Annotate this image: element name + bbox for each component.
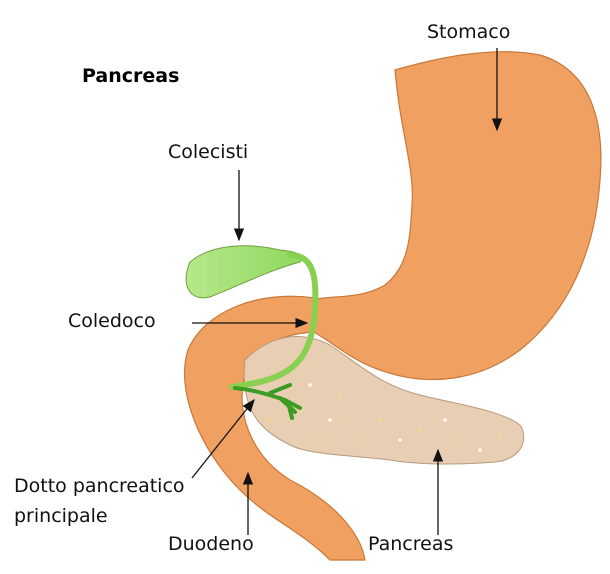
bile-duct xyxy=(229,252,319,390)
label-bile-duct: Coledoco xyxy=(68,310,156,332)
label-stomach: Stomaco xyxy=(427,21,510,43)
gallbladder-shape xyxy=(185,245,303,299)
pancreas-texture xyxy=(268,393,502,442)
pancreas-shape xyxy=(243,336,525,465)
label-pancreatic-duct-line2: principale xyxy=(14,505,108,527)
stomach-shape xyxy=(309,51,602,381)
diagram-title: Pancreas xyxy=(82,65,179,87)
label-gallbladder: Colecisti xyxy=(168,141,248,163)
label-pancreas: Pancreas xyxy=(368,533,453,555)
pancreatic-duct xyxy=(233,383,302,420)
arrow-pancreatic-duct xyxy=(191,398,255,479)
label-duodenum: Duodeno xyxy=(168,533,254,555)
label-pancreatic-duct: Dotto pancreatico xyxy=(14,475,185,497)
